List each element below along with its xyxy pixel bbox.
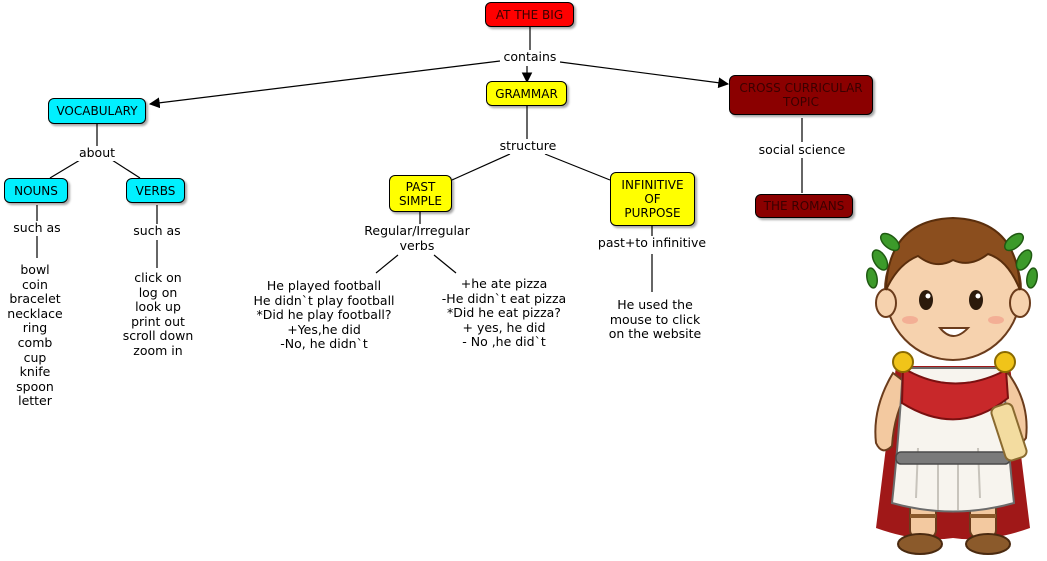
- link-label-verbs-such-as: such as: [128, 223, 186, 239]
- nouns-examples-list: bowl coin bracelet necklace ring comb cu…: [7, 262, 63, 409]
- left-clasp: [892, 351, 914, 373]
- the-romans-node[interactable]: THE ROMANS: [755, 194, 853, 218]
- connector-about-nouns: [49, 159, 81, 179]
- link-label-contains: contains: [500, 49, 560, 65]
- root-node[interactable]: AT THE BIG: [485, 2, 574, 27]
- connector-regular-pizza: [433, 254, 457, 274]
- vocabulary-node[interactable]: VOCABULARY: [48, 98, 146, 124]
- belt: [895, 451, 1011, 465]
- cross-curricular-node[interactable]: CROSS CURRICULAR TOPIC: [729, 75, 873, 115]
- hair: [885, 216, 1021, 291]
- right-sandal: [965, 533, 1011, 555]
- scroll: [990, 402, 1028, 462]
- link-label-regular-irregular: Regular/Irregular verbs: [357, 223, 477, 254]
- connector-about-verbs: [111, 159, 141, 179]
- mouse-click-example: He used the mouse to click on the websit…: [608, 297, 702, 342]
- toga-sash: [900, 366, 1010, 421]
- connector-structure-past: [451, 153, 511, 181]
- ate-pizza-examples: +he ate pizza -He didn`t eat pizza *Did …: [441, 276, 567, 350]
- link-label-about: about: [74, 145, 120, 161]
- connector-structure-infinitive: [544, 153, 611, 181]
- past-simple-node[interactable]: PAST SIMPLE: [389, 175, 452, 212]
- played-football-examples: He played football He didn`t play footba…: [253, 278, 395, 352]
- link-label-nouns-such-as: such as: [8, 220, 66, 236]
- right-clasp: [994, 351, 1016, 373]
- link-label-structure: structure: [494, 138, 562, 154]
- nouns-node[interactable]: NOUNS: [4, 178, 68, 203]
- left-sandal: [897, 533, 943, 555]
- connector-contains-vocabulary: [148, 60, 501, 109]
- connector-contains-topic: [559, 61, 730, 89]
- right-eye: [969, 290, 983, 310]
- verbs-node[interactable]: VERBS: [126, 178, 185, 203]
- infinitive-of-purpose-node[interactable]: INFINITIVE OF PURPOSE: [610, 172, 695, 226]
- grammar-node[interactable]: GRAMMAR: [486, 81, 567, 106]
- link-label-past-to-infinitive: past+to infinitive: [593, 235, 711, 251]
- smile: [937, 327, 971, 337]
- connector-regular-football: [375, 254, 399, 274]
- roman-emperor-illustration: [866, 216, 1038, 555]
- link-label-social-science: social science: [757, 142, 847, 158]
- laurel-wreath-icon: [866, 232, 1038, 289]
- verbs-examples-list: click on log on look up print out scroll…: [122, 270, 194, 358]
- left-eye: [919, 290, 933, 310]
